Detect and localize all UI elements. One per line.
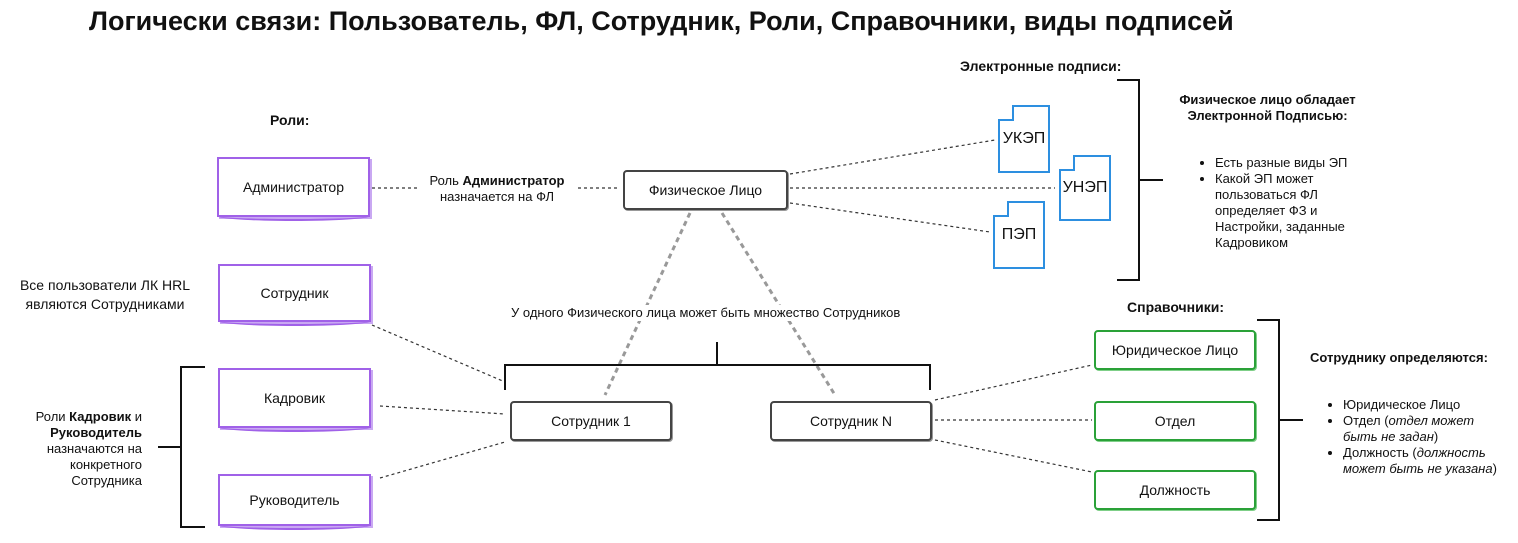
role-manager: Руководитель: [218, 474, 371, 530]
signature-info-heading: Физическое лицо обладает Электронной Под…: [1170, 92, 1365, 124]
unep-label: УНЭП: [1062, 179, 1108, 196]
signature-info-item-line: Настройки, заданные: [1215, 219, 1345, 234]
admin-role-note: Роль Администратор назначается на ФЛ: [418, 173, 576, 205]
signature-info-item-line: пользоваться ФЛ: [1215, 187, 1318, 202]
directories-info-list: Юридическое Лицо Отдел (отдел может быть…: [1325, 397, 1518, 477]
directory-department: Отдел: [1094, 401, 1256, 441]
roles-hr-note-mid: и: [131, 409, 142, 424]
directories-info-item-italic: быть не задан: [1343, 429, 1434, 444]
admin-role-note-bold: Администратор: [462, 173, 565, 188]
signature-info-item-line: определяет ФЗ и: [1215, 203, 1318, 218]
directories-info-item-italic: должность: [1416, 445, 1486, 460]
roles-hr-note: Роли Кадровик и Руководитель назначаются…: [22, 409, 142, 489]
admin-role-note-rest: назначается на ФЛ: [439, 189, 555, 204]
directories-info-item-italic: может быть не указана: [1343, 461, 1493, 476]
roles-hr-note-manager: Руководитель: [50, 425, 142, 440]
all-users-note-line2: являются Сотрудниками: [25, 296, 185, 312]
individual-node: Физическое Лицо: [623, 170, 788, 210]
all-users-note: Все пользователи ЛК HRL являются Сотрудн…: [8, 276, 202, 314]
employee-n-node: Сотрудник N: [770, 401, 932, 441]
directories-info-item-text: Отдел (: [1343, 413, 1389, 428]
directories-heading: Справочники:: [1127, 299, 1224, 315]
signature-info-item: Какой ЭП может пользоваться ФЛ определяе…: [1215, 171, 1385, 251]
roles-hr-note-line4: конкретного: [69, 457, 142, 472]
pep-doc-icon: ПЭП: [993, 201, 1045, 269]
page-title: Логически связи: Пользователь, ФЛ, Сотру…: [89, 6, 1234, 36]
roles-hr-note-pre: Роли: [35, 409, 70, 424]
role-hr: Кадровик: [218, 368, 371, 432]
roles-hr-note-line5: Сотрудника: [71, 473, 142, 488]
all-users-note-line1: Все пользователи ЛК HRL: [19, 277, 191, 293]
role-employee: Сотрудник: [218, 264, 371, 326]
unep-doc-icon: УНЭП: [1059, 155, 1111, 221]
ukep-label: УКЭП: [1002, 130, 1046, 147]
directories-info-heading: Сотруднику определяются:: [1310, 350, 1488, 365]
ukep-doc-icon: УКЭП: [998, 105, 1050, 173]
directory-position: Должность: [1094, 470, 1256, 510]
many-employees-note: У одного Физического лица может быть мно…: [511, 305, 901, 321]
directories-info-item: Юридическое Лицо: [1343, 397, 1518, 413]
directories-info-item-text: Должность (: [1343, 445, 1417, 460]
directories-info-item: Должность (должность может быть не указа…: [1343, 445, 1518, 477]
roles-hr-note-hr: Кадровик: [69, 409, 132, 424]
directory-legal-entity: Юридическое Лицо: [1094, 330, 1256, 370]
roles-hr-note-line3: назначаются на: [46, 441, 142, 456]
employee-1-node: Сотрудник 1: [510, 401, 672, 441]
signature-info-list: Есть разные виды ЭП Какой ЭП может польз…: [1197, 155, 1385, 251]
directories-info-item: Отдел (отдел может быть не задан): [1343, 413, 1518, 445]
role-admin: Администратор: [217, 157, 370, 221]
pep-label: ПЭП: [1001, 226, 1037, 243]
admin-role-note-pre: Роль: [429, 173, 463, 188]
signature-info-item: Есть разные виды ЭП: [1215, 155, 1385, 171]
directories-info-item-text: ): [1492, 461, 1497, 476]
signature-info-heading-line1: Физическое лицо обладает: [1179, 92, 1356, 107]
signature-info-item-line: Кадровиком: [1215, 235, 1289, 250]
directories-info-item-italic: отдел может: [1388, 413, 1475, 428]
roles-heading: Роли:: [270, 112, 310, 128]
signature-info-heading-line2: Электронной Подписью:: [1187, 108, 1348, 123]
signature-info-item-line: Какой ЭП может: [1215, 171, 1314, 186]
directories-info-item-text: ): [1433, 429, 1439, 444]
signatures-heading: Электронные подписи:: [960, 58, 1122, 74]
